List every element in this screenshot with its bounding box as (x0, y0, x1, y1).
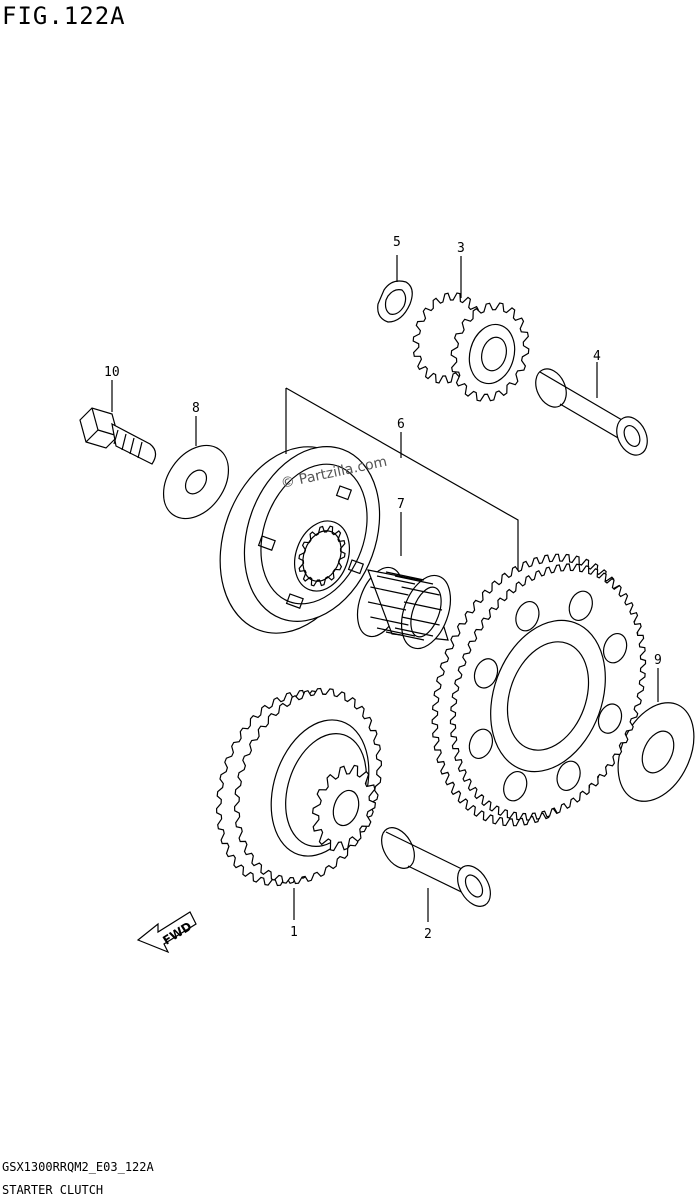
needle-roller (376, 627, 416, 637)
figure-title: FIG.122A (2, 2, 126, 30)
pinion-bore (332, 789, 360, 827)
gear-bore (481, 336, 507, 372)
callout-5[interactable]: 5 (393, 235, 401, 250)
needle-roller (370, 616, 409, 626)
lightening-hole (597, 703, 623, 734)
callout-3[interactable]: 3 (457, 241, 465, 256)
needle-roller (367, 601, 407, 611)
lightening-hole (473, 658, 499, 689)
part-10-bolt[interactable] (79, 407, 157, 465)
gear-hub (468, 323, 516, 385)
part-7-needle-bearing[interactable] (349, 561, 460, 655)
callout-1[interactable]: 1 (290, 925, 298, 940)
callout-10[interactable]: 10 (104, 365, 120, 380)
lightening-hole (515, 601, 540, 632)
forward-arrow-icon: FWD (136, 911, 197, 954)
part-4-shaft[interactable] (530, 364, 653, 460)
big-gear-teeth (449, 563, 647, 821)
callout-2[interactable]: 2 (424, 927, 432, 942)
needle-roller (401, 616, 440, 626)
part-1-starter-gear[interactable] (215, 687, 386, 887)
needle-roller (376, 575, 416, 585)
needle-roller (394, 575, 434, 585)
starter-driven-gear[interactable] (431, 553, 647, 827)
part-5-ring[interactable] (377, 280, 413, 323)
figure-code: GSX1300RRQM2_E03_122A (2, 1160, 154, 1174)
lightening-hole (568, 590, 593, 621)
part-8-washer[interactable] (150, 433, 242, 531)
needle-roller (385, 631, 425, 641)
part-3-idler-gear[interactable] (412, 292, 530, 402)
callout-4[interactable]: 4 (593, 349, 601, 364)
needle-roller (394, 627, 434, 637)
part-6-clutch-housing[interactable] (195, 427, 403, 654)
callout-8[interactable]: 8 (192, 401, 200, 416)
lightening-hole (503, 771, 528, 802)
needle-roller (401, 586, 440, 596)
needle-roller (385, 571, 425, 581)
part-2-shaft[interactable] (375, 822, 497, 912)
lightening-hole (602, 633, 628, 664)
lightening-hole (556, 760, 581, 791)
callout-7[interactable]: 7 (397, 497, 405, 512)
figure-name: STARTER CLUTCH (2, 1183, 104, 1197)
callout-9[interactable]: 9 (654, 653, 662, 668)
callout-6[interactable]: 6 (397, 417, 405, 432)
needle-roller (403, 601, 443, 611)
needle-roller (370, 586, 409, 596)
lightening-hole (468, 728, 494, 759)
spline-outline (298, 525, 346, 587)
